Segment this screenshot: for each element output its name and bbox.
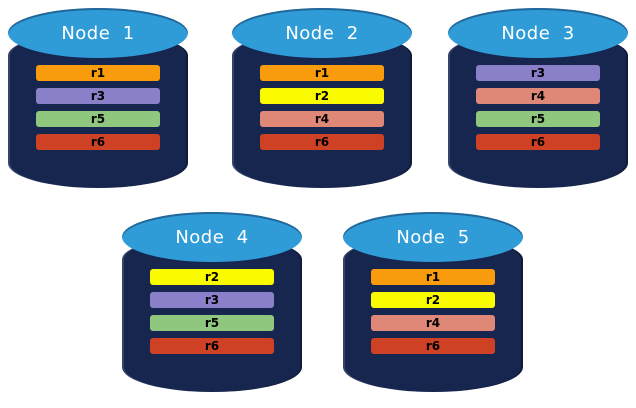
replica-bar[interactable]: r5 (150, 315, 274, 331)
replica-list: r2 r3 r5 r6 (150, 269, 274, 354)
node-label: Node 1 (61, 22, 135, 44)
cylinder-top-ellipse (448, 8, 628, 58)
replica-bar[interactable]: r4 (371, 315, 495, 331)
cylinder-body (343, 236, 523, 392)
replica-bar[interactable]: r1 (371, 269, 495, 285)
cylinder-top-ellipse (122, 212, 302, 262)
replica-bar[interactable]: r6 (150, 338, 274, 354)
cylinder-top-ellipse (232, 8, 412, 58)
replica-bar[interactable]: r2 (371, 292, 495, 308)
database-node[interactable]: Node 1 r1 r3 r5 r6 (8, 8, 188, 188)
replica-bar[interactable]: r6 (260, 134, 384, 150)
replica-list: r1 r2 r4 r6 (260, 65, 384, 150)
replica-list: r3 r4 r5 r6 (476, 65, 600, 150)
replica-bar[interactable]: r3 (476, 65, 600, 81)
replica-bar[interactable]: r4 (476, 88, 600, 104)
cylinder-body (232, 32, 412, 188)
database-node[interactable]: Node 5 r1 r2 r4 r6 (343, 212, 523, 392)
node-label: Node 5 (396, 226, 470, 248)
replica-bar[interactable]: r2 (150, 269, 274, 285)
replica-bar[interactable]: r6 (36, 134, 160, 150)
node-label: Node 3 (501, 22, 575, 44)
database-node[interactable]: Node 2 r1 r2 r4 r6 (232, 8, 412, 188)
cylinder-top-ellipse (343, 212, 523, 262)
cylinder-top-ellipse (8, 8, 188, 58)
replica-bar[interactable]: r6 (371, 338, 495, 354)
replica-bar[interactable]: r3 (150, 292, 274, 308)
cylinder-body (8, 32, 188, 188)
cylinder-body (448, 32, 628, 188)
replica-list: r1 r2 r4 r6 (371, 269, 495, 354)
replica-bar[interactable]: r1 (36, 65, 160, 81)
database-node[interactable]: Node 3 r3 r4 r5 r6 (448, 8, 628, 188)
replica-bar[interactable]: r1 (260, 65, 384, 81)
replica-bar[interactable]: r3 (36, 88, 160, 104)
replica-bar[interactable]: r6 (476, 134, 600, 150)
node-label: Node 4 (175, 226, 249, 248)
database-node[interactable]: Node 4 r2 r3 r5 r6 (122, 212, 302, 392)
replica-bar[interactable]: r5 (36, 111, 160, 127)
replica-bar[interactable]: r5 (476, 111, 600, 127)
cylinder-body (122, 236, 302, 392)
replica-bar[interactable]: r2 (260, 88, 384, 104)
replica-list: r1 r3 r5 r6 (36, 65, 160, 150)
node-label: Node 2 (285, 22, 359, 44)
replica-bar[interactable]: r4 (260, 111, 384, 127)
